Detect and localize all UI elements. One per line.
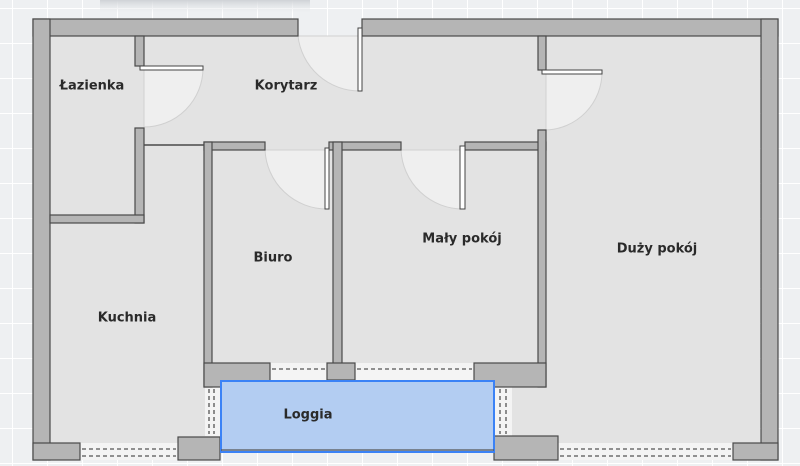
room-label-small-room[interactable]: Mały pokój	[422, 232, 501, 247]
doors[interactable]	[139, 27, 603, 210]
door-office	[324, 147, 330, 210]
walls	[32, 18, 779, 461]
toolbar-shadow	[100, 0, 310, 14]
door-bathroom	[139, 65, 204, 71]
room-label-loggia[interactable]: Loggia	[283, 408, 332, 423]
door-small-room	[459, 145, 466, 210]
room-label-large-room[interactable]: Duży pokój	[617, 242, 698, 257]
room-label-office[interactable]: Biuro	[254, 251, 293, 266]
door-entrance	[357, 27, 363, 92]
room-label-kitchen[interactable]: Kuchnia	[98, 311, 157, 326]
windows	[80, 363, 733, 460]
door-large-room	[541, 69, 603, 75]
door-swings	[143, 35, 603, 210]
room-label-corridor[interactable]: Korytarz	[255, 79, 318, 94]
room-loggia[interactable]	[220, 380, 495, 453]
room-label-bathroom[interactable]: Łazienka	[59, 79, 125, 94]
